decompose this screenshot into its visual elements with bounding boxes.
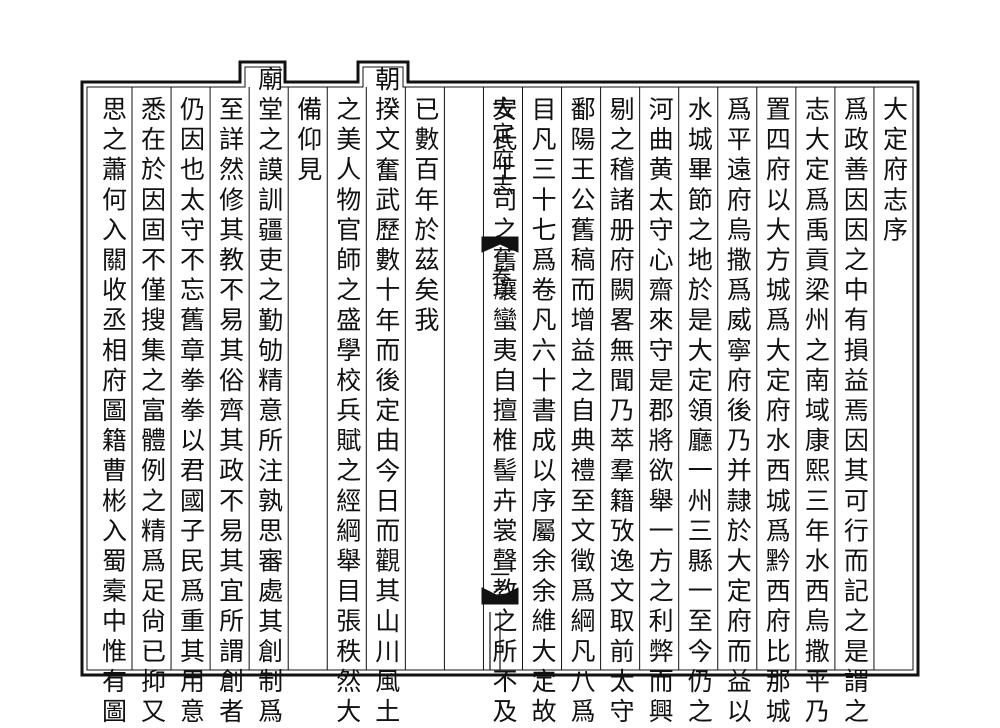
upper-fishtail xyxy=(481,236,519,253)
text-column: 之美人物官師之盛學校兵賦之經綱舉目張秩然大 xyxy=(332,96,362,728)
outer-border xyxy=(80,60,920,677)
text-column: 爲政善因因之中有損益焉因其可行而記之是謂之 xyxy=(840,96,870,728)
text-column: 鄱陽王公舊稿而增益之自典禮至文徵爲綱凡八爲 xyxy=(567,96,597,728)
text-column: 目凡三十七爲卷凡六十書成以序屬余余維大定故 xyxy=(528,96,557,728)
column-rules xyxy=(131,87,875,670)
page-frame xyxy=(80,60,920,677)
text-column: 爲平遠府烏撒爲威寧府後乃并隷於大定府而益以 xyxy=(723,96,753,728)
text-column: 至詳然修其教不易其俗齊其政不易其宜所謂創者 xyxy=(215,96,245,728)
text-column: 安氏土司之舊壤蠻夷自擅椎髻卉裳聲教之所不及 xyxy=(488,96,518,728)
fishtail-marks xyxy=(481,236,519,670)
text-column: 仍因也太守不忘舊章拳拳以君國子民爲重其用意 xyxy=(176,96,206,728)
text-column: 置四府以大方城爲大定府水西城爲黔西府比那城 xyxy=(762,96,792,728)
section-name: 序 xyxy=(492,286,508,300)
text-column: 剔之稽諸册府闕畧無聞乃萃羣籍攷逸文取前太守 xyxy=(606,96,636,728)
text-column: 水城畢節之地於是大定領廳一州三縣一至今仍之 xyxy=(684,96,714,728)
text-column: 備仰見 xyxy=(293,96,323,187)
document-page: 大定府志序爲政善因因之中有損益焉因其可行而記之是謂之志大定爲禹貢梁州之南域康熙三… xyxy=(80,60,920,728)
text-column: 廟堂之謨訓疆吏之勤劬精意所注孰思審處其創制爲 xyxy=(254,66,284,728)
inner-border xyxy=(86,66,914,671)
text-column: 大定府志序 xyxy=(879,96,909,247)
text-column: 思之蕭何入關收丞相府圖籍曹彬入蜀槖中惟有圖 xyxy=(98,96,128,728)
text-column: 朝揆文奮武歷數十年而後定由今日而觀其山川風土 xyxy=(371,66,401,728)
text-column: 河曲黄太守心齋來守是郡將欲舉一方之利弊而興 xyxy=(645,96,675,728)
juan-char: 卷 xyxy=(488,266,512,286)
text-column: 已數百年於茲矣我 xyxy=(410,96,440,337)
text-column: 志大定爲禹貢梁州之南域康熙三年水西烏撒平乃 xyxy=(801,96,831,728)
lower-fishtail xyxy=(481,587,519,605)
fishtail-book-title: 大定府志 xyxy=(488,96,513,200)
text-column: 悉在於因固不僅搜集之富體例之精爲足尙已抑又 xyxy=(137,96,167,728)
fishtail-page-number: 一 xyxy=(490,563,510,587)
fishtail-volume-label: 卷序 xyxy=(482,266,518,300)
